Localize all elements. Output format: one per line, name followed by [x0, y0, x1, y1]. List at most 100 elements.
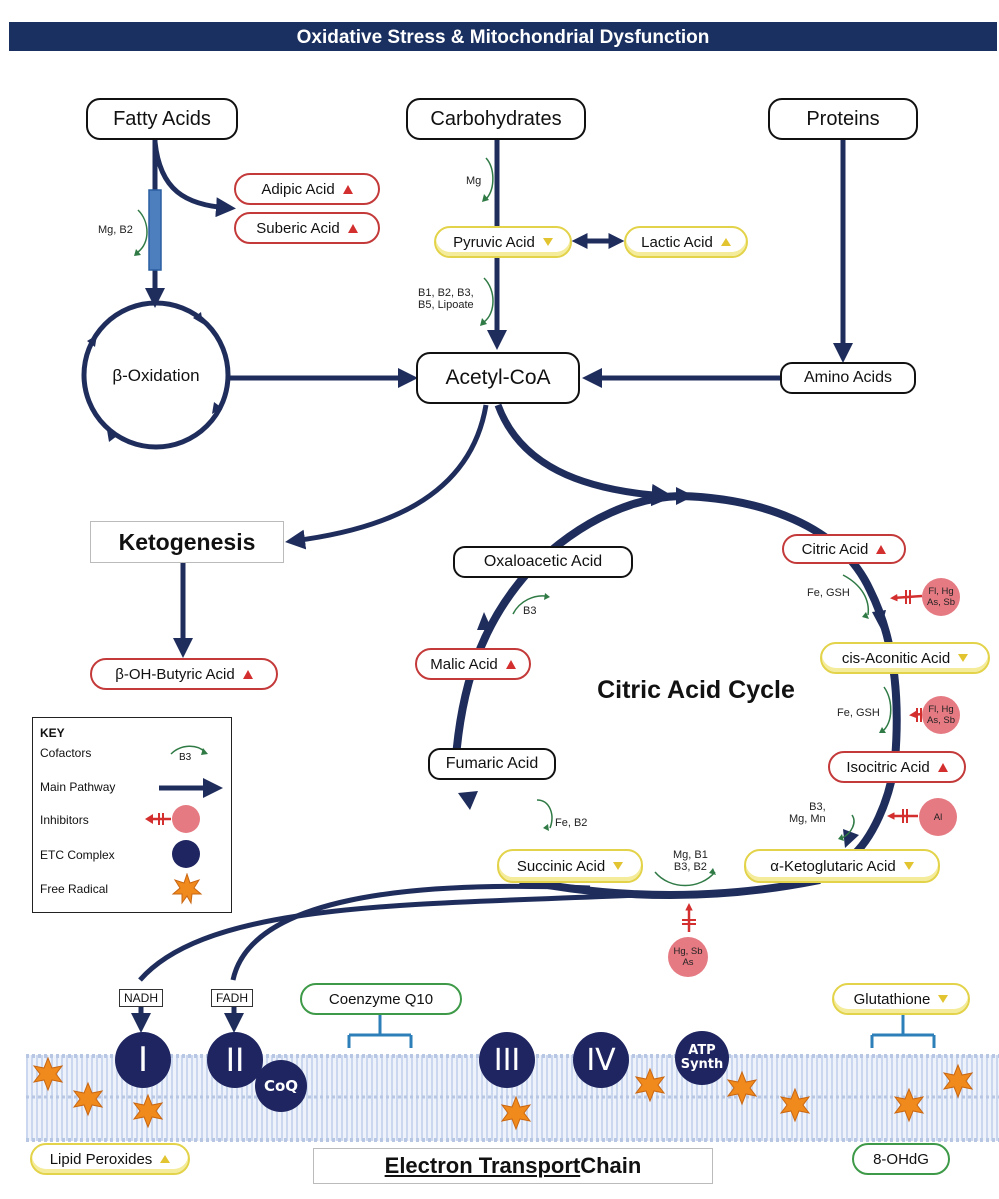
alpha-keto-label: α-Ketoglutaric Acid — [770, 857, 896, 875]
pyruvic-label: Pyruvic Acid — [453, 233, 535, 251]
node-coenzyme-q10: Coenzyme Q10 — [300, 983, 462, 1015]
adipic-label: Adipic Acid — [261, 180, 335, 198]
node-succinic-acid: Succinic Acid — [497, 849, 643, 883]
nadh-label: NADH — [119, 989, 164, 1007]
key-cofactor-icon — [170, 745, 208, 755]
cofactor-arc-mg — [485, 157, 494, 199]
key-cofactor-sample: B3 — [179, 752, 192, 763]
elevated-icon — [347, 223, 358, 233]
malic-label: Malic Acid — [430, 655, 498, 673]
key-etc-circle — [172, 840, 200, 868]
arrow-acetyl-to-ketogenesis — [285, 404, 489, 550]
etc-title: Electron Transport Chain — [313, 1148, 713, 1184]
cofactor-arc-fe-b2 — [536, 799, 553, 829]
lactic-label: Lactic Acid — [641, 233, 713, 251]
cycle-arrow-2 — [872, 610, 886, 629]
cofactor-arc-b3 — [512, 595, 546, 615]
key-inhibitor-circle — [172, 805, 200, 833]
beta-oxidation-ring — [81, 300, 231, 450]
arrow-acetyl-to-cycle — [494, 403, 674, 507]
cofactor-mg-b1-b3-b2: Mg, B1 B3, B2 — [673, 849, 708, 873]
complex-3: III — [479, 1032, 535, 1088]
fatty-transport-bar — [148, 189, 162, 271]
inhibitor-hg-sb-as: Hg, Sb As — [668, 937, 708, 977]
complex-2: II — [207, 1032, 263, 1088]
key-inhibitor-icon — [145, 813, 171, 825]
free-radicals — [32, 1056, 974, 1131]
key-pathway-arrow — [159, 778, 223, 798]
cofactor-arc-b-pyruvate — [483, 277, 494, 323]
glutathione-label: Glutathione — [853, 990, 931, 1008]
cycle-arrow-5 — [477, 612, 492, 630]
inhibitor-arrow-1 — [890, 593, 923, 602]
cofactor-b-pyruvate: B1, B2, B3, B5, Lipoate — [418, 287, 474, 311]
cofactor-b3-mg-mn: B3, Mg, Mn — [789, 801, 826, 825]
complex-1: I — [115, 1032, 171, 1088]
inhibitor-al: Al — [919, 798, 957, 836]
cycle-arrow-1 — [676, 487, 694, 505]
cofactor-fe-gsh-2: Fe, GSH — [837, 707, 880, 719]
butyric-label: β-OH-Butyric Acid — [115, 665, 235, 683]
cofactor-arc-b3-mg-mn — [841, 814, 855, 839]
decreased-icon — [958, 654, 969, 662]
node-proteins: Proteins — [768, 98, 918, 140]
elevated-icon — [342, 184, 353, 194]
decreased-icon — [542, 238, 553, 246]
etc-title-b: Chain — [580, 1153, 642, 1178]
increased-icon — [160, 1155, 171, 1163]
arrow-fatty-to-suberic — [152, 141, 236, 218]
key-radical-icon — [171, 873, 203, 905]
beta-oxidation-label: β-Oxidation — [112, 366, 200, 385]
node-isocitric-acid: Isocitric Acid — [828, 751, 966, 783]
legend-key: KEY Cofactors B3 Main Pathway Inhibitors… — [32, 717, 232, 913]
node-beta-oh-butyric: β-OH-Butyric Acid — [90, 658, 278, 690]
elevated-icon — [505, 659, 516, 669]
complex-4: IV — [573, 1032, 629, 1088]
node-amino-acids: Amino Acids — [780, 362, 916, 394]
arrow-to-fadh — [230, 883, 591, 981]
node-cis-aconitic: cis-Aconitic Acid — [820, 642, 990, 674]
arrow-to-nadh — [138, 892, 641, 982]
glutathione-tbar — [870, 1013, 936, 1048]
cofactor-mg: Mg — [466, 175, 482, 187]
succinic-label: Succinic Acid — [516, 857, 606, 875]
cycle-title: Citric Acid Cycle — [597, 675, 795, 704]
decreased-icon — [938, 995, 949, 1003]
cofactor-b3: B3 — [523, 605, 537, 617]
node-citric-acid: Citric Acid — [782, 534, 906, 564]
cofactor-fe-b2: Fe, B2 — [555, 817, 588, 829]
inhibitor-fl-hg-as-sb-1: Fl, Hg As, Sb — [922, 578, 960, 616]
key-main-pathway: Main Pathway — [40, 780, 116, 794]
citric-label: Citric Acid — [801, 540, 869, 558]
cycle-arrow-3 — [843, 829, 859, 848]
cycle-arrow-4 — [458, 791, 478, 810]
elevated-icon — [937, 762, 948, 772]
key-etc-complex: ETC Complex — [40, 848, 115, 862]
lipid-peroxides-label: Lipid Peroxides — [49, 1150, 153, 1168]
node-fumaric-acid: Fumaric Acid — [428, 748, 556, 780]
key-free-radical: Free Radical — [40, 882, 109, 896]
node-lactic-acid: Lactic Acid — [624, 226, 748, 258]
node-8-ohdg: 8-OHdG — [852, 1143, 950, 1175]
fadh-label: FADH — [211, 989, 254, 1007]
cis-aconitic-label: cis-Aconitic Acid — [841, 649, 951, 667]
decreased-icon — [903, 862, 914, 870]
cofactor-fe-gsh-1: Fe, GSH — [807, 587, 850, 599]
cofactor-mg-b2: Mg, B2 — [98, 224, 133, 236]
node-malic-acid: Malic Acid — [415, 648, 531, 680]
cofactor-arc-mg-b2 — [137, 209, 148, 253]
node-alpha-ketoglutaric: α-Ketoglutaric Acid — [744, 849, 940, 883]
cofactor-arc-fe-gsh-2 — [883, 686, 892, 731]
node-lipid-peroxides: Lipid Peroxides — [30, 1143, 190, 1175]
key-heading: KEY — [40, 726, 65, 740]
node-ketogenesis: Ketogenesis — [90, 521, 284, 563]
decreased-icon — [613, 862, 624, 870]
node-suberic-acid: Suberic Acid — [234, 212, 380, 244]
key-cofactors: Cofactors — [40, 746, 92, 760]
node-acetyl-coa: Acetyl-CoA — [416, 352, 580, 404]
cofactor-arc-fe-gsh-1 — [842, 574, 870, 616]
node-pyruvic-acid: Pyruvic Acid — [434, 226, 572, 258]
elevated-icon — [242, 669, 253, 679]
isocitric-label: Isocitric Acid — [846, 758, 930, 776]
